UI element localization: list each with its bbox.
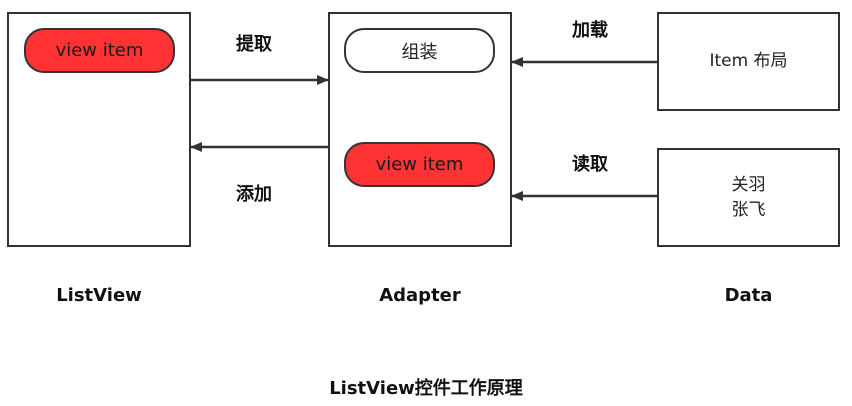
adapter-assemble-label: 组装 <box>401 41 438 63</box>
item-layout-box <box>657 12 840 111</box>
adapter-view-item: view item <box>344 142 495 187</box>
adapter-caption: Adapter <box>379 285 461 306</box>
data-line: 关羽 <box>731 174 766 195</box>
data-box-text: 关羽 张飞 <box>657 148 840 247</box>
add-label: 添加 <box>236 184 272 205</box>
data-line: 张飞 <box>731 199 766 220</box>
item-layout-text: Item 布局 <box>657 12 840 111</box>
load-label: 加载 <box>572 20 608 41</box>
listview-caption: ListView <box>56 285 142 306</box>
data-box <box>657 148 840 247</box>
listview-view-item: view item <box>24 28 175 73</box>
adapter-assemble-item: 组装 <box>344 28 495 73</box>
extract-label: 提取 <box>236 34 272 55</box>
read-label: 读取 <box>572 154 608 175</box>
page-title: ListView控件工作原理 <box>329 378 523 399</box>
data-caption: Data <box>724 285 773 306</box>
listview-view-item-label: view item <box>55 40 144 61</box>
adapter-view-item-label: view item <box>375 154 464 175</box>
item-layout-label: Item 布局 <box>709 51 788 71</box>
